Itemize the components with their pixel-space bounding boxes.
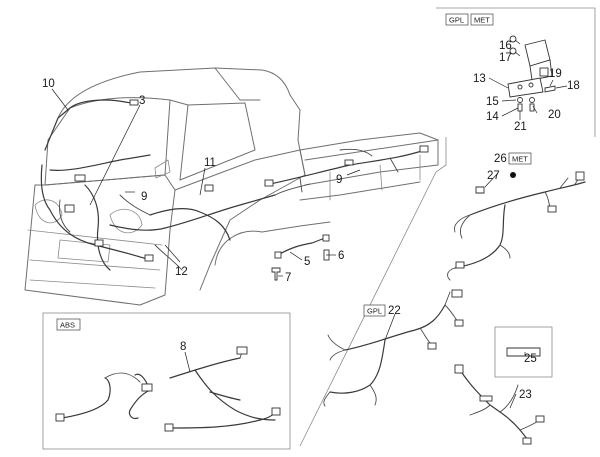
svg-text:GPL: GPL [449, 16, 464, 25]
callout-16: 16 [499, 40, 512, 52]
svg-text:GPL: GPL [367, 307, 382, 316]
svg-text:ABS: ABS [60, 321, 75, 330]
callout-3: 3 [139, 95, 145, 107]
callout-27: 27 [487, 170, 500, 182]
callout-13: 13 [473, 73, 486, 85]
callout-18: 18 [567, 80, 580, 92]
frame-relay-section [436, 7, 596, 137]
callout-14: 14 [486, 111, 499, 123]
part-22-harness [323, 289, 464, 407]
callout-5: 5 [304, 256, 310, 268]
callout-22: 22 [388, 305, 401, 317]
callout-26: 26 [494, 153, 507, 165]
part-23-harness [454, 364, 545, 445]
met-tag-top: MET [470, 13, 494, 26]
gpl-tag-top: GPL [445, 13, 469, 26]
frame-divider-line [299, 137, 447, 447]
relay-bracket-assembly [507, 35, 556, 112]
callout-8: 8 [180, 341, 186, 353]
frame-abs-section [42, 312, 291, 450]
part-26-harness [447, 171, 586, 281]
callout-9-a: 9 [141, 191, 147, 203]
callout-25: 25 [524, 353, 537, 365]
callout-21: 21 [514, 121, 527, 133]
part-7-fastener [271, 267, 281, 281]
svg-text:MET: MET [474, 16, 490, 25]
callout-9-b: 9 [336, 174, 342, 186]
callout-17: 17 [499, 52, 512, 64]
part-6-fastener [323, 249, 336, 261]
met-tag-26: MET [508, 152, 532, 165]
gpl-tag-22: GPL [363, 304, 386, 317]
callout-15: 15 [486, 96, 499, 108]
abs-tag: ABS [56, 318, 81, 331]
part-8-abs-harness [55, 346, 281, 432]
callout-23: 23 [519, 389, 532, 401]
callout-10: 10 [42, 78, 55, 90]
callout-7: 7 [285, 272, 291, 284]
callout-12: 12 [175, 266, 188, 278]
callout-19: 19 [549, 68, 562, 80]
part-25-strip [494, 326, 553, 378]
cab-wiring-harness [40, 99, 429, 271]
part-5-wire [274, 234, 330, 259]
svg-text:MET: MET [512, 155, 528, 164]
callout-20: 20 [548, 109, 561, 121]
callout-6: 6 [338, 250, 344, 262]
callout-11: 11 [204, 157, 216, 169]
